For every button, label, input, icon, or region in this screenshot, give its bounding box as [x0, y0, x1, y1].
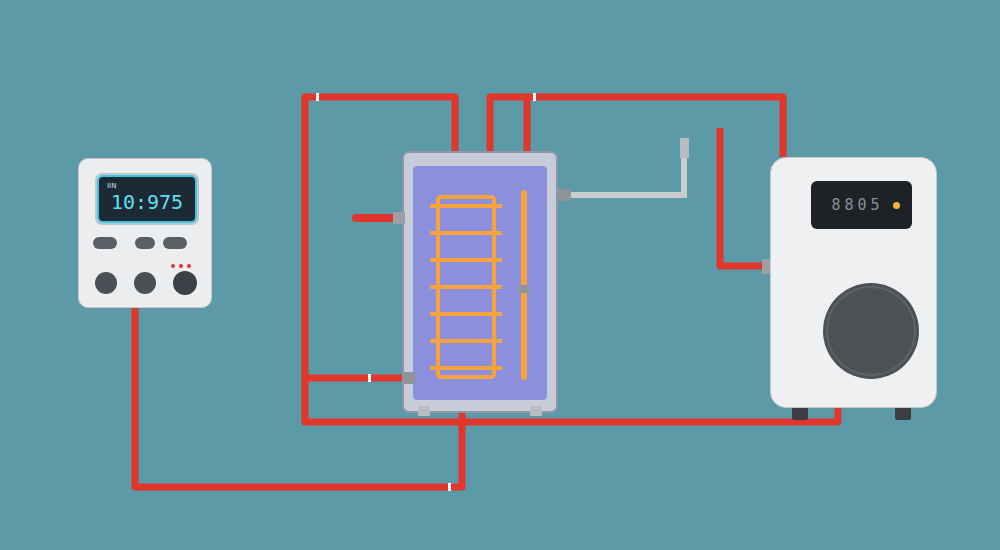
- outlet-fitting: [557, 189, 571, 201]
- display-screen: 8805: [811, 181, 912, 229]
- heating-element: [430, 197, 502, 377]
- element-rung: [430, 285, 502, 289]
- display-text: IIN: [107, 182, 116, 190]
- status-dot: [893, 202, 900, 209]
- element-rung: [430, 339, 502, 343]
- display-text: 8805: [831, 196, 883, 214]
- inlet-fitting: [403, 372, 415, 384]
- valve-fitting: [393, 212, 405, 224]
- pipe: [305, 378, 838, 422]
- tank-interior: [413, 166, 547, 400]
- valve: [356, 214, 395, 222]
- controller-unit: IIN10:975: [78, 158, 212, 308]
- display-text: 10:975: [111, 190, 183, 214]
- element-rung: [430, 204, 502, 208]
- pipe: [527, 97, 783, 157]
- heater-unit: 8805: [770, 157, 937, 408]
- element-rung: [430, 231, 502, 235]
- display-screen: IIN10:975: [97, 175, 197, 223]
- pipe: [490, 97, 527, 152]
- outlet-pipe: [557, 145, 684, 195]
- element-rung: [430, 366, 502, 370]
- element-rung: [430, 312, 502, 316]
- element-rung: [430, 258, 502, 262]
- pipe: [720, 128, 770, 266]
- red-pipes: [135, 97, 838, 487]
- outlet-tap: [680, 138, 689, 158]
- tank-housing: [403, 152, 557, 412]
